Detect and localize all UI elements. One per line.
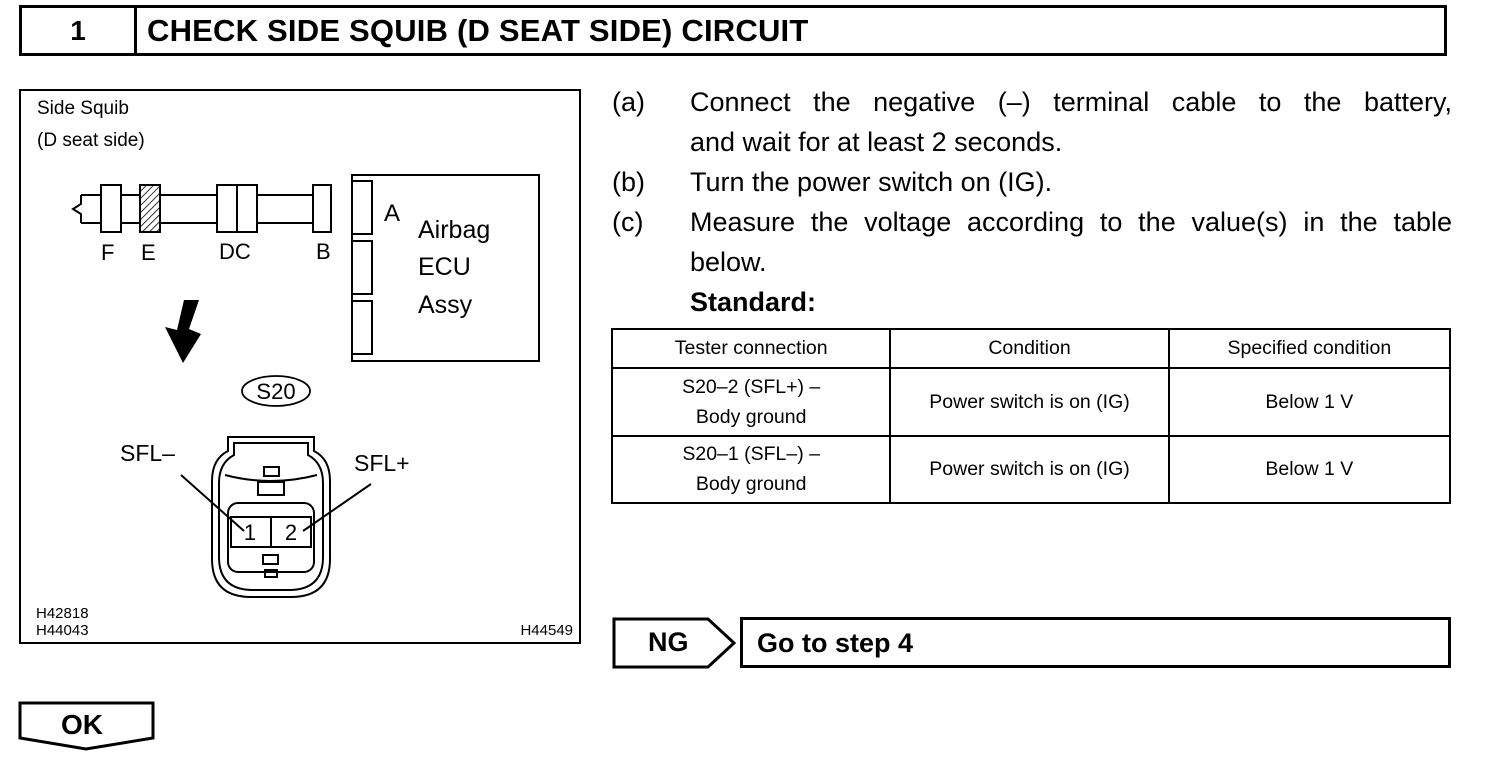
go-to-step-box: Go to step 4 [740,617,1451,668]
spec-table: Tester connection Condition Specified co… [610,328,1452,504]
cell-condition: Power switch is on (IG) [889,434,1170,504]
label-dc: DC [219,239,251,264]
figure-caption-line2: (D seat side) [37,130,145,151]
step-a-label: (a) [612,87,645,117]
step-b-label: (b) [612,167,645,197]
connection-line2: Body ground [695,473,807,496]
connector-f [100,184,122,233]
figure-caption-line1: Side Squib [37,98,129,119]
label-f: F [101,240,114,265]
step-b-line1: Turn the power switch on (IG). [690,167,1053,197]
table-row: S20–2 (SFL+) – Body ground Power switch … [610,367,1452,437]
label-e: E [141,240,156,265]
ecu-label-line3: Assy [418,291,473,319]
label-a: A [384,200,400,227]
label-b: B [316,239,331,264]
connector-d [216,184,238,233]
table-header-row: Tester connection Condition Specified co… [610,328,1452,369]
down-arrow-icon [165,300,201,363]
connection-line1: S20–2 (SFL+) – [682,375,821,398]
step-c-line2: below. [690,247,767,277]
step-c-label: (c) [612,207,644,237]
connector-e [139,184,161,233]
ecu-label-line1: Airbag [418,216,490,244]
pin-plus-label: SFL+ [354,450,410,476]
step-number: 1 [22,8,137,53]
header-specified-condition: Specified condition [1167,328,1452,369]
figure-code-2: H44043 [36,622,89,639]
cell-connection: S20–1 (SFL–) – Body ground [610,434,892,504]
connector-b [312,184,332,233]
ng-arrow-box [612,617,737,669]
go-to-step-text: Go to step 4 [757,628,914,658]
step-a-line1: Connect the negative (–) terminal cable … [690,87,1452,117]
header-condition: Condition [889,328,1170,369]
table-row: S20–1 (SFL–) – Body ground Power switch … [610,434,1452,504]
wire-harness [71,194,313,224]
cell-specified: Below 1 V [1167,434,1452,504]
ng-label: NG [648,627,689,657]
wiring-figure: Side Squib (D seat side) F E DC B [19,89,581,644]
step-c: (c) Measure the voltage according to the… [612,202,1452,282]
step-c-line1: Measure the voltage according to the val… [690,207,1452,237]
ok-arrow-box [18,701,155,751]
figure-code-3: H44549 [520,622,573,639]
connection-line1: S20–1 (SFL–) – [682,443,821,466]
airbag-ecu-box [351,174,540,362]
pin-2: 2 [285,520,297,545]
ok-label: OK [61,709,103,740]
step-title: CHECK SIDE SQUIB (D SEAT SIDE) CIRCUIT [147,12,809,48]
cell-condition: Power switch is on (IG) [889,367,1170,437]
ecu-label-line2: ECU [418,253,471,281]
step-a-line2: and wait for at least 2 seconds. [690,127,1063,157]
standard-label: Standard: [690,287,817,317]
connector-id: S20 [256,379,295,404]
step-b: (b) Turn the power switch on (IG). [612,162,1452,202]
pin-1: 1 [244,520,256,545]
connector-c [236,184,258,233]
step-header: 1 CHECK SIDE SQUIB (D SEAT SIDE) CIRCUIT [19,5,1447,56]
pin-minus-label: SFL– [120,440,175,466]
figure-code-1: H42818 [36,605,89,622]
connector-id-oval [241,375,311,407]
connector-diagram: Side Squib (D seat side) F E DC B [36,98,573,639]
step-a: (a) Connect the negative (–) terminal ca… [612,82,1452,162]
connection-line2: Body ground [695,405,807,428]
cell-connection: S20–2 (SFL+) – Body ground [610,367,892,437]
cell-specified: Below 1 V [1167,367,1452,437]
header-tester-connection: Tester connection [610,328,892,369]
squib-connector-face [180,436,372,598]
